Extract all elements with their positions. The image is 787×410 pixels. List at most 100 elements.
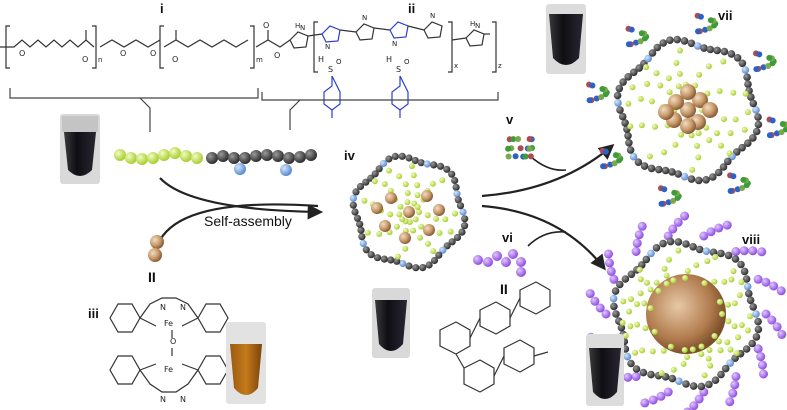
sugar-ring-1: [439, 321, 471, 355]
peg-bead: [705, 63, 712, 70]
peg-bead: [675, 247, 682, 254]
bracket-m-right: [250, 25, 255, 69]
peg-bead: [436, 229, 443, 236]
pcl-chain-2: [163, 39, 249, 48]
ppy-bead: [694, 42, 702, 50]
peg-bead: [364, 229, 371, 236]
ppy-bead: [639, 368, 648, 377]
ppy-bead: [399, 259, 407, 268]
peg-bead: [716, 338, 722, 345]
functionalization-arrows: [481, 144, 615, 271]
protein-fragment: [697, 13, 704, 20]
peg-bead: [738, 279, 745, 286]
ppy-bead: [742, 275, 751, 283]
ppy-bead: [741, 66, 750, 74]
brace-i-stem: [139, 97, 151, 132]
vial-2-liquid: [230, 344, 262, 395]
ppy-bead: [674, 170, 682, 178]
ppy-bead: [668, 168, 676, 176]
peg-bead: [725, 301, 731, 308]
atom-o-tos1: O: [336, 58, 342, 66]
arrow-v-branch: [529, 155, 567, 172]
protein-fragment: [734, 186, 741, 193]
micelle-vii-proteins: [586, 12, 787, 207]
peg-bead: [414, 192, 421, 199]
atom-n-iii-1: N: [160, 303, 166, 312]
peg-bead: [742, 90, 749, 97]
peg-bead: [412, 216, 419, 223]
peg-bead: [636, 266, 643, 273]
peg-bead: [393, 223, 400, 230]
sugar-bead: [632, 238, 642, 248]
peg-bead: [684, 268, 691, 274]
ppy-bead: [647, 249, 655, 258]
sugar-bead: [748, 246, 758, 256]
ppy-bead: [705, 380, 713, 389]
protein-fragment: [505, 145, 512, 152]
self-assembly-arrows: Self-assembly: [154, 177, 324, 251]
ppy-bead: [430, 161, 438, 169]
ppy-bead: [733, 54, 742, 62]
protein-fragment: [593, 95, 600, 102]
fe-bonds-1: [139, 317, 199, 327]
link-1: [307, 33, 323, 37]
ppy-bead: [615, 84, 624, 93]
peg-bead: [376, 231, 383, 237]
vial-1-cap-area: [62, 116, 98, 132]
brace-i: [9, 88, 259, 99]
atom-o-4: O: [150, 49, 156, 58]
protein-v-ribbon: [505, 136, 535, 160]
peg-bead: [404, 199, 411, 206]
peg-bead: [634, 301, 640, 308]
ppy-bead: [746, 296, 755, 305]
peg-bead: [670, 366, 677, 373]
sugar-bead: [656, 391, 666, 401]
protein-fragment: [642, 35, 648, 42]
protein-fragment: [616, 157, 623, 164]
ppy-bead: [673, 35, 681, 44]
protein-fragment: [599, 86, 606, 92]
tosylate-1: H S O: [318, 55, 342, 118]
ppy-bead: [612, 310, 620, 318]
ppy-bead: [700, 44, 708, 52]
peg-bead: [661, 149, 668, 156]
peg-bead: [720, 116, 727, 123]
label-iv: iv: [344, 148, 356, 163]
peg-bead: [682, 275, 689, 281]
peg-bead: [724, 339, 731, 346]
protein-fragment: [612, 152, 619, 159]
ppy-bead: [624, 73, 632, 81]
atom-h-1: H: [295, 22, 300, 30]
protein-fragment: [740, 176, 747, 183]
peg-bead: [410, 227, 417, 234]
protein-fragment: [517, 145, 524, 152]
ppy-bead: [632, 365, 641, 373]
ppy-bead: [453, 190, 461, 198]
ppy-bead: [726, 359, 734, 367]
peg-bead: [741, 126, 748, 133]
ppy-bead: [731, 354, 739, 363]
peg-bead: [678, 131, 685, 138]
ppy-bead: [439, 246, 447, 254]
ppy-bead: [357, 226, 365, 234]
ppy-bead: [411, 156, 419, 165]
peg-bead: [397, 203, 404, 210]
ppy-bead: [353, 214, 362, 222]
peg-bead: [637, 276, 644, 283]
protein-fragment: [586, 97, 593, 104]
sugar-bead: [648, 395, 658, 405]
peg-bead: [677, 47, 683, 54]
peg-bead: [643, 64, 650, 71]
protein-fragment: [526, 136, 533, 142]
sugar-bead: [623, 372, 633, 382]
iron-complex-dimer: II: [148, 235, 164, 285]
protein-fragment: [665, 199, 672, 206]
sugar-bead: [694, 394, 704, 404]
atom-o-bridge: O: [170, 337, 176, 346]
peg-bead: [745, 109, 751, 116]
vial-1-liquid: [64, 132, 96, 176]
atom-s-tos1: S: [328, 65, 333, 74]
peg-bead: [720, 58, 727, 65]
protein-fragment: [707, 17, 714, 24]
phenyl-1: [109, 303, 141, 333]
